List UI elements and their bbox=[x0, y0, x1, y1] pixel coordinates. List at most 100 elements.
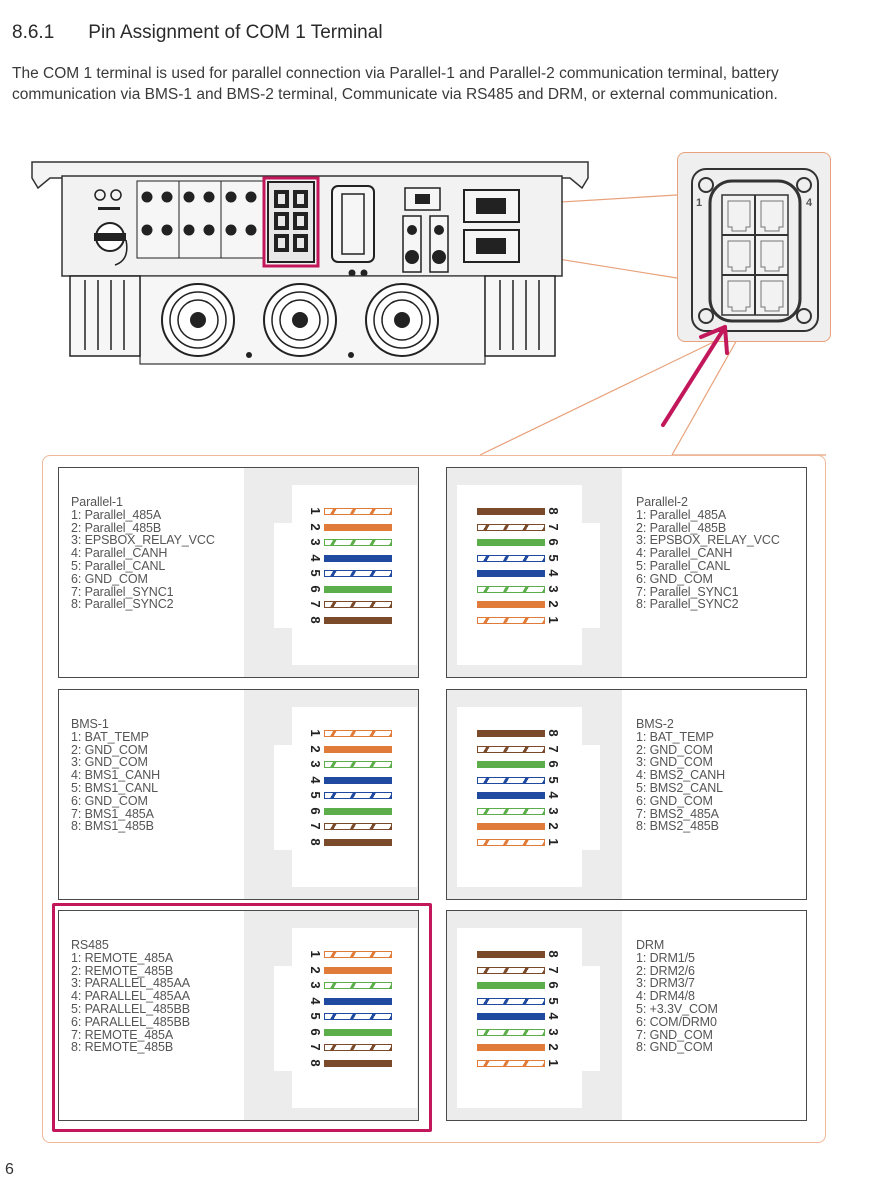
wire-pin-6 bbox=[477, 982, 545, 989]
wire-pin-2 bbox=[477, 823, 545, 830]
pin-number: 8 bbox=[308, 615, 323, 624]
pin-number: 3 bbox=[546, 806, 561, 815]
wire-pin-8 bbox=[477, 508, 545, 515]
pin-assignment: 3: GND_COM bbox=[636, 755, 713, 770]
page-number: 6 bbox=[5, 1161, 14, 1178]
wire-pin-4 bbox=[477, 1013, 545, 1020]
wire-pin-1 bbox=[324, 508, 392, 515]
rj45-block-drawing bbox=[691, 168, 819, 332]
pin-assignment: 7: Parallel_SYNC1 bbox=[636, 584, 739, 599]
jack-notch bbox=[274, 966, 294, 1071]
pin-number: 5 bbox=[546, 775, 561, 784]
wire-pin-1 bbox=[477, 1059, 545, 1067]
pin-number: 2 bbox=[308, 744, 323, 753]
pin-number: 7 bbox=[546, 522, 561, 531]
pin-assignment: 6: PARALLEL_485BB bbox=[71, 1014, 190, 1029]
wire-pin-7 bbox=[324, 1044, 392, 1051]
wire-pin-5 bbox=[477, 554, 545, 562]
pin-number: 7 bbox=[308, 822, 323, 830]
pin-assignment: 1: DRM1/5 bbox=[636, 950, 695, 965]
pin-assignment: 2: DRM2/6 bbox=[636, 963, 695, 978]
pin-number: 3 bbox=[308, 538, 323, 546]
pin-assignment: 4: BMS1_CANH bbox=[71, 768, 161, 783]
section-number: 8.6.1 bbox=[12, 22, 55, 43]
pin-number: 8 bbox=[308, 837, 323, 846]
pin-assignment-frame bbox=[42, 455, 826, 1143]
pin-assignment: 8: Parallel_SYNC2 bbox=[636, 597, 739, 612]
pin-assignment: 7: GND_COM bbox=[636, 1027, 713, 1042]
pin-number: 6 bbox=[546, 981, 561, 989]
pin-assignment: 5: PARALLEL_485BB bbox=[71, 1001, 190, 1016]
panel-title: Parallel-1 bbox=[71, 495, 123, 509]
pin-number: 7 bbox=[546, 965, 561, 974]
pin-assignment: 1: BAT_TEMP bbox=[71, 729, 149, 744]
wire-pin-8 bbox=[477, 951, 545, 958]
pin-number: 6 bbox=[308, 806, 323, 815]
pin-number: 4 bbox=[546, 1012, 561, 1020]
jack-notch bbox=[274, 523, 294, 628]
pin-number: 3 bbox=[308, 760, 323, 768]
pin-number: 2 bbox=[546, 1043, 561, 1051]
jack-notch bbox=[580, 745, 600, 850]
panel-title: Parallel-2 bbox=[636, 495, 688, 509]
wire-pin-2 bbox=[477, 1044, 545, 1051]
wire-pin-5 bbox=[324, 1013, 392, 1020]
wire-pin-1 bbox=[477, 838, 545, 846]
pin-assignment: 3: DRM3/7 bbox=[636, 976, 695, 991]
pin-number: 1 bbox=[546, 837, 561, 846]
panel-title: RS485 bbox=[71, 938, 109, 952]
pin-number: 1 bbox=[308, 507, 323, 515]
wire-pin-6 bbox=[324, 1028, 392, 1036]
wire-pin-1 bbox=[324, 730, 392, 737]
wire-pin-8 bbox=[324, 838, 392, 846]
wire-pin-7 bbox=[477, 745, 545, 753]
wire-pin-4 bbox=[477, 792, 545, 799]
wire-pin-5 bbox=[477, 776, 545, 784]
pin-number: 6 bbox=[308, 584, 323, 593]
pin-number: 1 bbox=[546, 1058, 561, 1067]
pin-assignment: 6: GND_COM bbox=[636, 571, 713, 586]
pin-assignment: 2: Parallel_485B bbox=[636, 520, 727, 535]
pin-assignment: 5: Parallel_CANL bbox=[636, 558, 731, 573]
wire-pin-8 bbox=[477, 730, 545, 737]
pin-assignment: 7: REMOTE_485A bbox=[71, 1027, 174, 1042]
pin-assignment: 2: GND_COM bbox=[636, 742, 713, 757]
pin-assignment: 8: Parallel_SYNC2 bbox=[71, 597, 174, 612]
pin-assignment: 2: REMOTE_485B bbox=[71, 963, 174, 978]
pin-assignment: 4: Parallel_CANH bbox=[71, 546, 168, 561]
pin-number: 6 bbox=[546, 538, 561, 546]
wire-pin-8 bbox=[324, 616, 392, 624]
section-title: Pin Assignment of COM 1 Terminal bbox=[88, 22, 383, 43]
wire-pin-1 bbox=[477, 616, 545, 624]
wire-pin-6 bbox=[324, 585, 392, 593]
pin-assignment: 8: REMOTE_485B bbox=[71, 1040, 174, 1055]
terminal-label-1: 1 bbox=[696, 197, 703, 209]
wire-pin-1 bbox=[324, 951, 392, 958]
pin-assignment: 1: Parallel_485A bbox=[636, 507, 727, 522]
jack-notch bbox=[274, 745, 294, 850]
section-heading: 8.6.1 Pin Assignment of COM 1 Terminal bbox=[12, 22, 383, 44]
wire-pin-6 bbox=[324, 807, 392, 815]
pin-assignment: 1: Parallel_485A bbox=[71, 507, 162, 522]
pointer-arrow-icon bbox=[661, 325, 729, 427]
pin-number: 2 bbox=[308, 522, 323, 531]
pin-assignment: 5: Parallel_CANL bbox=[71, 558, 166, 573]
rs485-highlight bbox=[52, 903, 432, 1132]
pin-number: 4 bbox=[308, 553, 323, 562]
pin-assignment: 3: PARALLEL_485AA bbox=[71, 976, 190, 991]
wire-pin-2 bbox=[324, 966, 392, 974]
pin-assignment: 2: GND_COM bbox=[71, 742, 148, 757]
pin-number: 3 bbox=[546, 1027, 561, 1036]
wire-pin-7 bbox=[477, 523, 545, 531]
